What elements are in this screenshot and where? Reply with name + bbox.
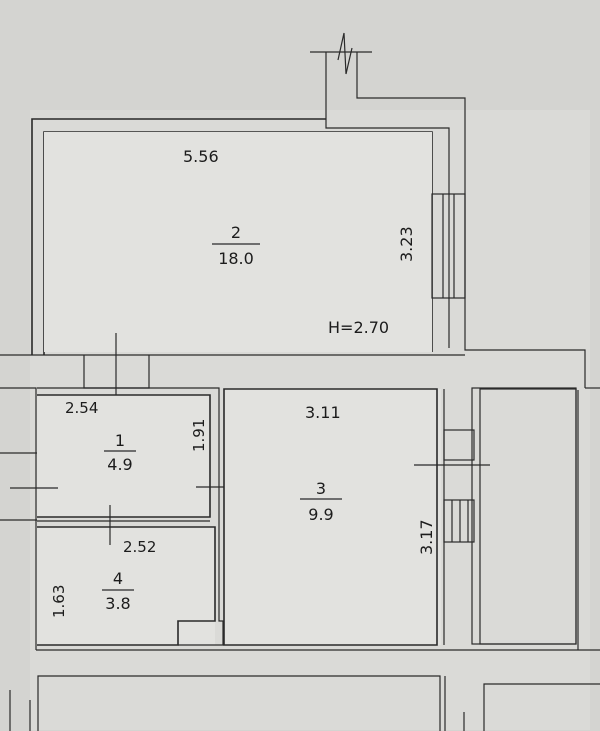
room-1-width: 2.54 [65, 399, 98, 417]
room-1-number: 1 [115, 431, 125, 450]
room-3 [223, 388, 490, 646]
room-1-depth: 1.91 [190, 419, 208, 452]
window-room-3 [443, 429, 475, 543]
room-2-area: 18.0 [218, 249, 254, 268]
adjacent-unit-right [471, 387, 600, 650]
room-3-area: 9.9 [308, 505, 333, 524]
room-3-depth: 3.17 [417, 519, 436, 555]
room-4-area: 3.8 [105, 594, 130, 613]
room-4-number: 4 [113, 569, 123, 588]
room-1 [0, 387, 240, 522]
room-4 [37, 505, 224, 646]
room-4-width: 2.52 [123, 538, 156, 556]
room-2-width: 5.56 [183, 147, 219, 166]
room-3-width: 3.11 [305, 403, 341, 422]
lower-walls [9, 649, 600, 731]
window-room-2 [431, 193, 466, 299]
room-2-depth: 3.23 [397, 226, 416, 262]
room-4-depth: 1.63 [50, 585, 68, 618]
ceiling-height: H=2.70 [328, 318, 389, 337]
room-1-area: 4.9 [107, 455, 132, 474]
room-3-number: 3 [316, 479, 326, 498]
room-2-number: 2 [231, 223, 241, 242]
shaft-break-icon [310, 32, 372, 75]
